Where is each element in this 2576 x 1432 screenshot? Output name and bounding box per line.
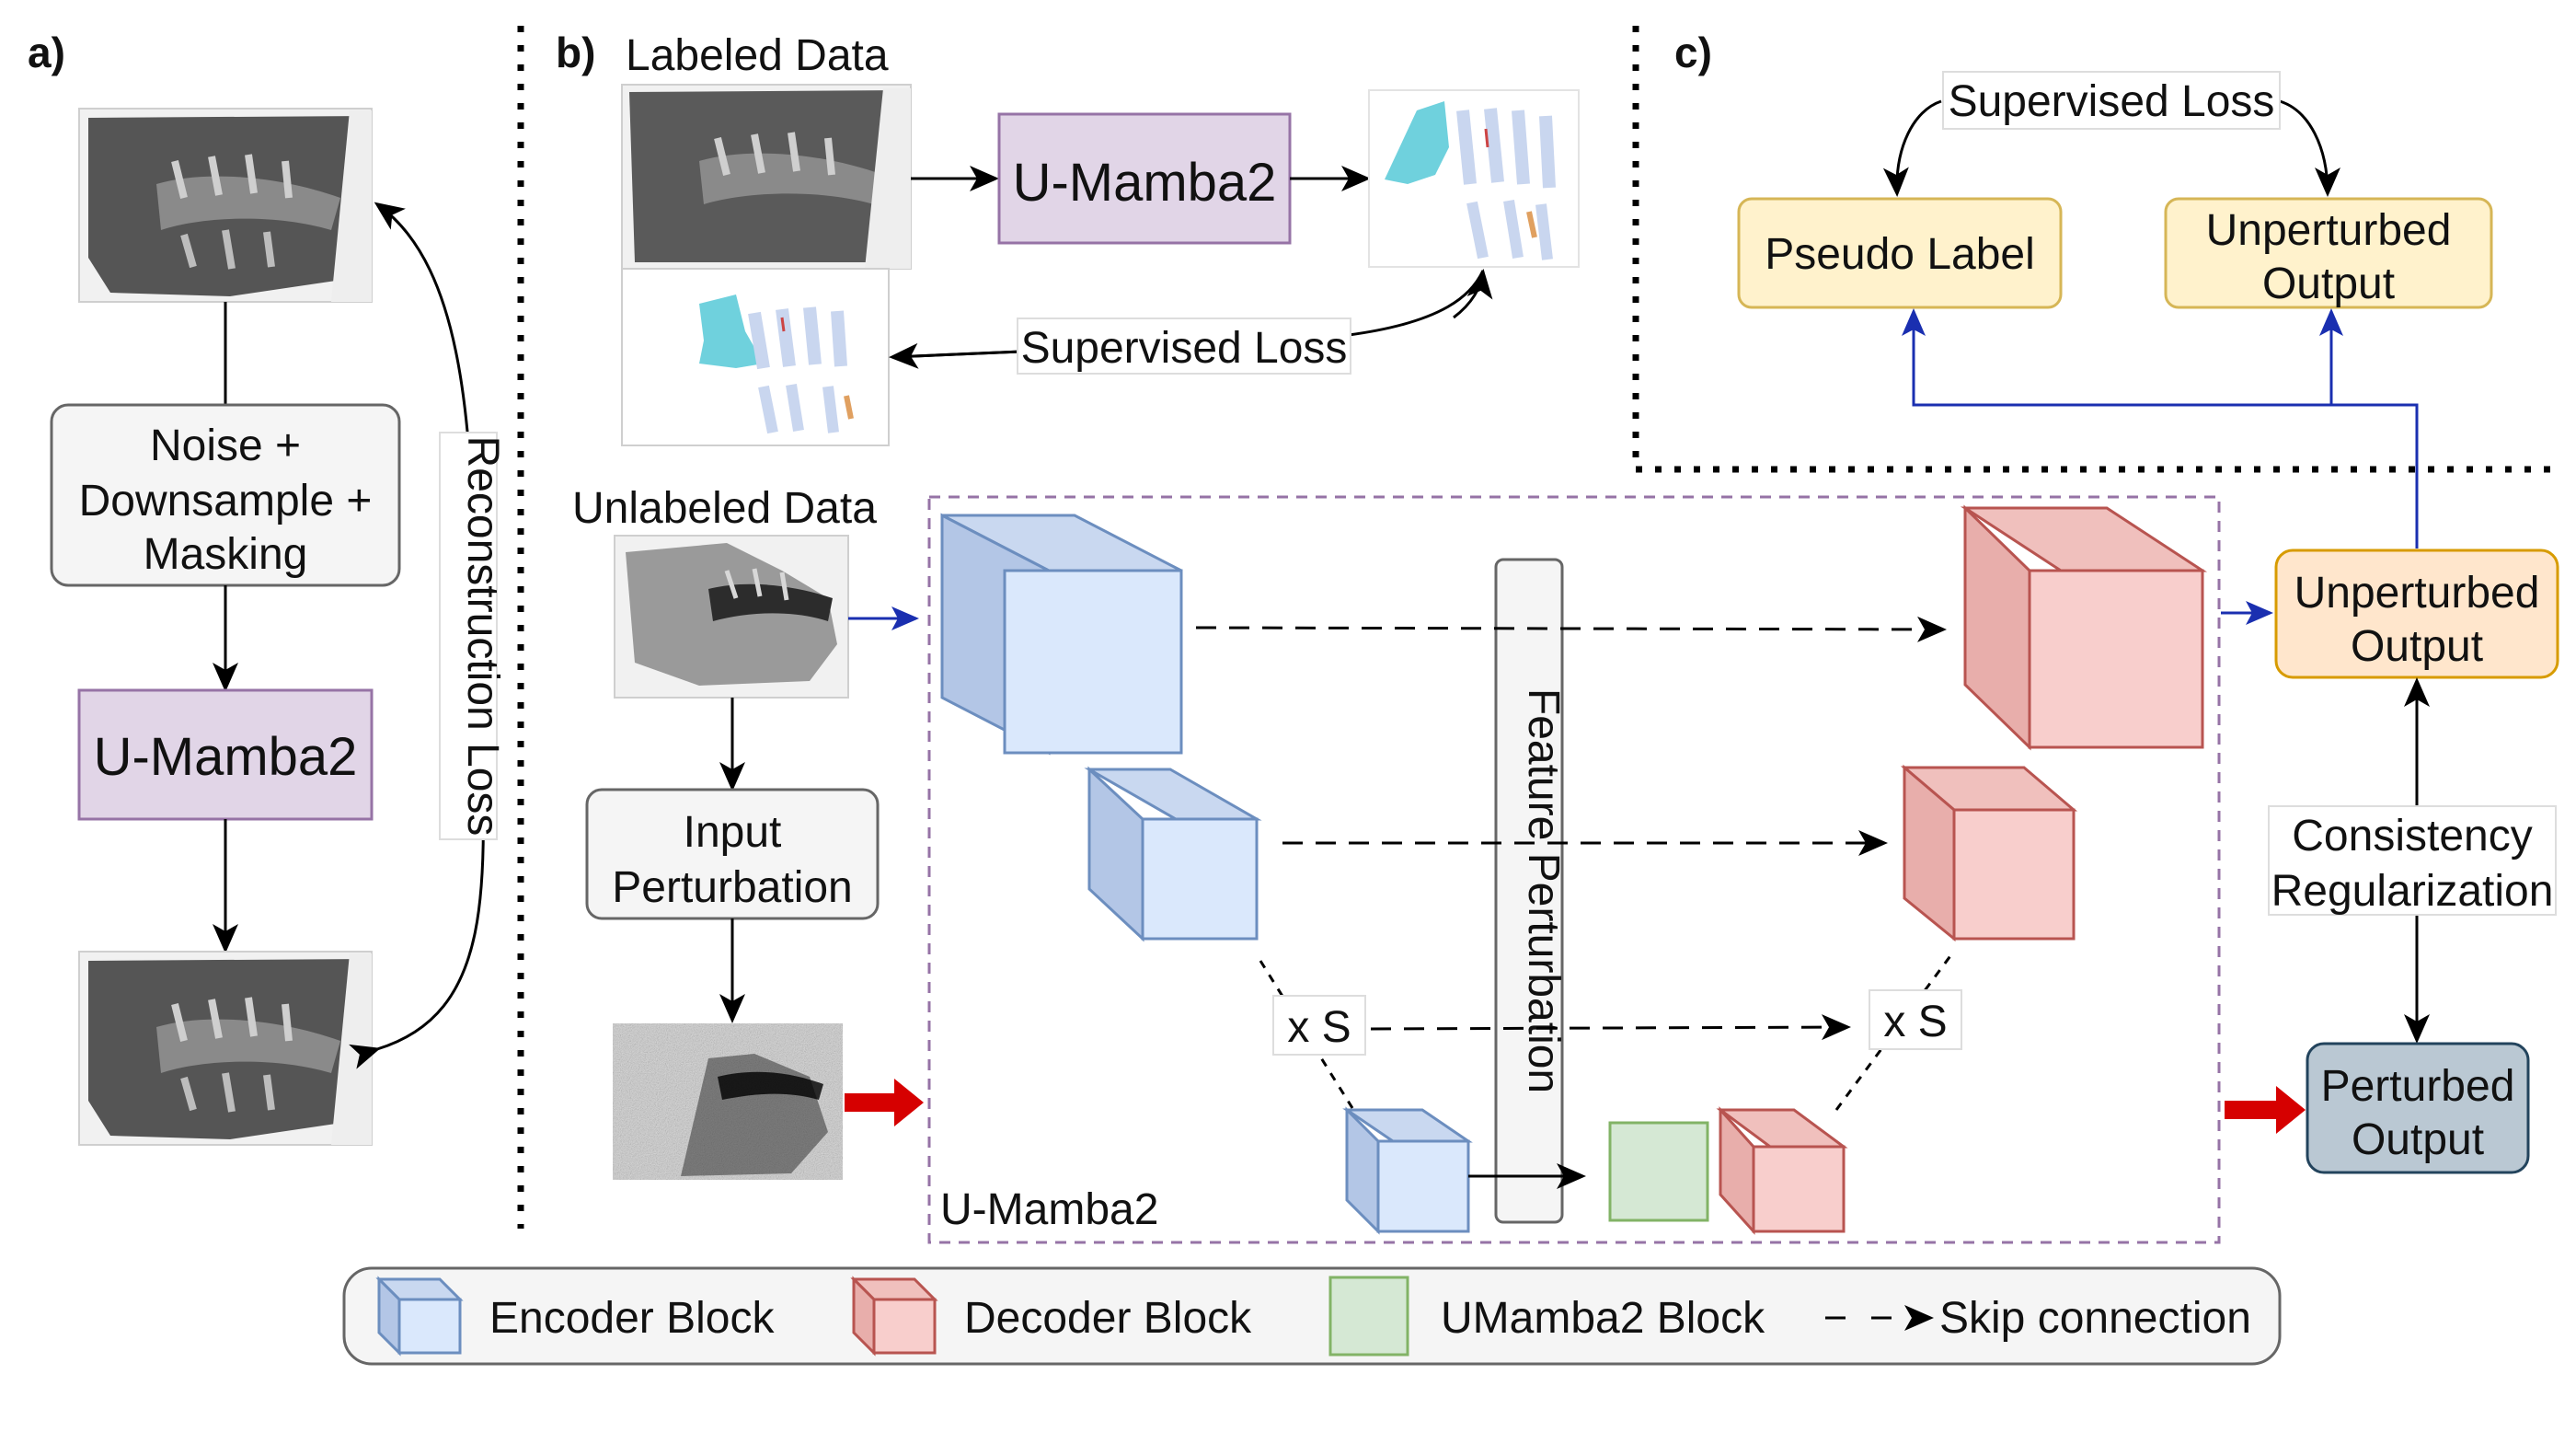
unperturbed-output-line2-c: Output — [2262, 260, 2395, 308]
panel-b-label: b) — [556, 29, 595, 76]
feedback-line-to-pseudo-label — [1902, 308, 2419, 549]
consistency-line1: Consistency — [2292, 812, 2532, 860]
supervised-loss-label-c: Supervised Loss — [1949, 77, 2275, 126]
feature-perturbation-label: Feature Perturbation — [1519, 688, 1568, 1093]
feature-perturbation-bar — [1494, 558, 1564, 1224]
repeat-left-bg — [1272, 995, 1366, 1056]
xray-image-bottom — [78, 951, 373, 1146]
legend-umamba2-swatch — [1328, 1276, 1409, 1357]
legend-encoder-label: Encoder Block — [489, 1294, 775, 1343]
unperturbed-output-box: Unperturbed Output — [2274, 549, 2559, 679]
input-perturbation-line2: Perturbation — [612, 863, 853, 912]
noise-downsample-masking-box: Noise + Downsample + Masking — [50, 403, 401, 587]
u-mamba2-network-container — [927, 495, 2221, 1244]
supervised-loss-arrow-c — [1882, 99, 1942, 197]
supervised-loss-label-b: Supervised Loss — [1021, 324, 1348, 373]
noise-label-line1: Noise + — [150, 422, 301, 470]
legend-encoder-swatch — [375, 1276, 464, 1357]
repeat-right-label: x S — [1883, 998, 1947, 1046]
legend: Encoder Block Decoder Block UMamba2 Bloc… — [342, 1266, 2282, 1366]
u-mamba2-label-pretrain: U-Mamba2 — [94, 727, 358, 787]
encoder-block-2 — [1084, 766, 1262, 942]
decoder-block-1 — [1960, 504, 2208, 751]
unperturbed-output-box-c: Unperturbed Output — [2164, 197, 2493, 309]
labeled-mask-image — [621, 268, 890, 446]
prediction-mask-image — [1368, 89, 1580, 268]
skip-connection-1 — [1195, 616, 1947, 642]
unlabeled-xray-image — [614, 535, 849, 699]
noise-label-line2: Downsample + — [79, 477, 373, 525]
supervised-loss-label-bg-b — [1017, 318, 1351, 375]
unperturbed-output-line1-c: Unperturbed — [2206, 206, 2452, 255]
input-perturbation-line1: Input — [684, 808, 782, 857]
pseudo-label-box: Pseudo Label — [1737, 197, 2063, 309]
consistency-label-bg — [2268, 805, 2557, 916]
umamba2-block — [1608, 1121, 1709, 1222]
skip-connection-3 — [1370, 1014, 1851, 1041]
unperturbed-output-line2-b: Output — [2351, 622, 2483, 671]
unperturbed-output-line1-b: Unperturbed — [2294, 569, 2540, 618]
labeled-data-title: Labeled Data — [626, 31, 889, 80]
red-arrow-to-unet — [845, 1079, 924, 1126]
legend-decoder-label: Decoder Block — [964, 1294, 1252, 1343]
u-mamba2-box-pretrain: U-Mamba2 — [77, 688, 374, 821]
panel-a-label: a) — [28, 29, 65, 76]
perturbed-output-box: Perturbed Output — [2306, 1042, 2530, 1174]
xray-image-top — [78, 108, 373, 303]
reconstruction-loss-label-bg — [439, 432, 498, 840]
noise-label-line3: Masking — [144, 530, 308, 579]
decoder-block-3 — [1716, 1106, 1848, 1235]
unlabeled-data-title: Unlabeled Data — [572, 484, 877, 533]
noisy-xray-image — [613, 1023, 843, 1180]
repeat-left-label: x S — [1287, 1003, 1351, 1052]
panel-c-label: c) — [1674, 29, 1712, 76]
u-mamba2-box-supervised: U-Mamba2 — [997, 112, 1292, 245]
encoder-block-1 — [940, 513, 1183, 756]
consistency-line2: Regularization — [2271, 867, 2554, 916]
input-perturbation-box: Input Perturbation — [585, 788, 880, 920]
repeat-right-bg — [1869, 989, 1962, 1050]
supervised-loss-label-bg-c — [1942, 71, 2281, 130]
supervised-loss-arrow-c-right — [2279, 99, 2340, 197]
legend-umamba2-label: UMamba2 Block — [1441, 1294, 1765, 1343]
perturbed-output-line1: Perturbed — [2321, 1062, 2515, 1111]
encoder-block-3 — [1342, 1106, 1473, 1235]
decoder-block-2 — [1900, 764, 2078, 942]
legend-decoder-swatch — [850, 1276, 938, 1357]
u-mamba2-network-label: U-Mamba2 — [940, 1185, 1158, 1234]
supervised-loss-arrowhead-right — [1453, 269, 1493, 319]
labeled-xray-image — [621, 84, 912, 270]
pseudo-label-text: Pseudo Label — [1765, 230, 2035, 279]
supervised-loss-arrowhead-left — [889, 342, 1022, 369]
red-arrow-to-perturbed — [2225, 1086, 2306, 1134]
reconstruction-loss-label: Reconstruction Loss — [458, 436, 507, 837]
legend-skip-label: Skip connection — [1939, 1294, 2251, 1343]
u-mamba2-label-supervised: U-Mamba2 — [1013, 153, 1277, 213]
perturbed-output-line2: Output — [2352, 1115, 2484, 1164]
